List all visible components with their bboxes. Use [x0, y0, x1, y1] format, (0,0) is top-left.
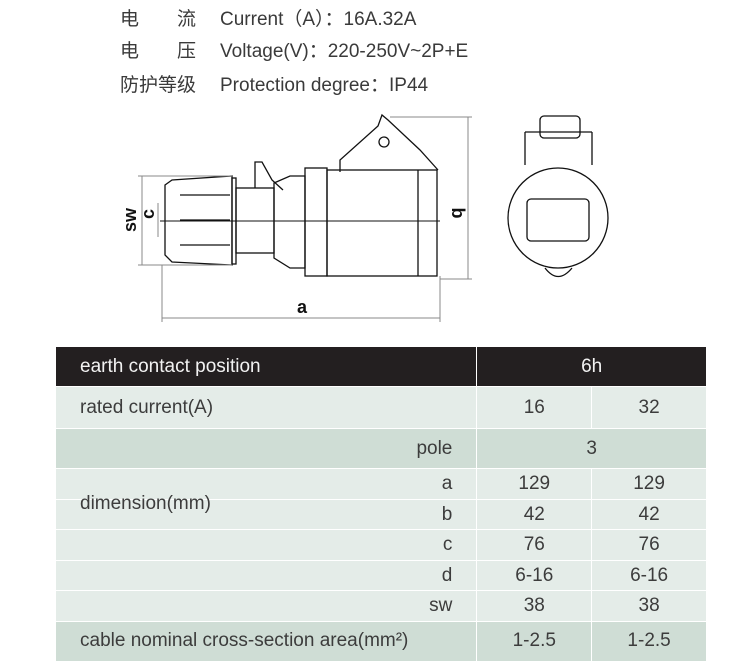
label-a: a — [297, 297, 308, 317]
row-dim-d: d 6-16 6-16 — [54, 559, 707, 591]
row-dim-c: c 76 76 — [54, 529, 707, 561]
dimension-label: dimension(mm) — [80, 493, 211, 514]
dim-value: 42 — [591, 498, 707, 530]
dim-value: 129 — [476, 468, 593, 500]
spec-en: Protection degree：IP44 — [220, 75, 429, 96]
dim-value: 129 — [591, 468, 707, 500]
cable-value: 1-2.5 — [476, 620, 593, 662]
spec-current: 电 流 Current（A）：16A.32A — [120, 7, 416, 33]
socket-technical-drawing: a b c sw — [120, 113, 609, 322]
front-view — [507, 115, 609, 278]
spec-table: earth contact position 6h rated current(… — [54, 346, 707, 662]
dim-key: c — [54, 529, 478, 561]
dim-key: a — [441, 473, 453, 494]
spec-en: Voltage(V)：220-250V~2P+E — [220, 41, 469, 62]
label-c: c — [138, 209, 158, 219]
pole-value: 3 — [476, 428, 707, 469]
dim-value: 6-16 — [476, 559, 593, 591]
earth-label: earth contact position — [54, 346, 478, 387]
rated-label: rated current(A) — [54, 386, 478, 429]
label-b: b — [448, 208, 468, 219]
row-dim-sw: sw 38 38 — [54, 590, 707, 622]
spec-cn: 电 流 — [120, 9, 197, 30]
dim-value: 42 — [476, 498, 593, 530]
pole-label: pole — [54, 428, 478, 469]
dim-value: 76 — [476, 529, 593, 561]
dim-key: d — [54, 559, 478, 591]
dim-value: 38 — [591, 590, 707, 622]
dimension-cell: dimension(mm) a — [54, 468, 478, 514]
row-rated-current: rated current(A) 16 32 — [54, 386, 707, 429]
spec-voltage: 电 压 Voltage(V)：220-250V~2P+E — [120, 39, 468, 65]
side-view — [160, 113, 440, 277]
row-dim-a: dimension(mm) a 129 129 — [54, 468, 707, 514]
row-earth-contact: earth contact position 6h — [54, 346, 707, 387]
spec-en: Current（A）：16A.32A — [220, 9, 417, 30]
rated-16: 16 — [476, 386, 593, 429]
dim-key: sw — [54, 590, 478, 622]
earth-value: 6h — [476, 346, 707, 387]
label-sw: sw — [120, 207, 140, 232]
dim-value: 6-16 — [591, 559, 707, 591]
row-pole: pole 3 — [54, 428, 707, 469]
rated-32: 32 — [591, 386, 707, 429]
row-dim-b: b 42 42 — [54, 498, 707, 530]
dim-value: 76 — [591, 529, 707, 561]
spec-protection: 防护等级 Protection degree：IP44 — [120, 73, 428, 99]
cable-value: 1-2.5 — [591, 620, 707, 662]
row-cable: cable nominal cross-section area(mm²) 1-… — [54, 620, 707, 662]
dimension-lines — [138, 116, 472, 322]
spec-cn: 电 压 — [120, 41, 197, 62]
spec-cn: 防护等级 — [120, 75, 197, 96]
cable-label: cable nominal cross-section area(mm²) — [54, 620, 478, 662]
dim-value: 38 — [476, 590, 593, 622]
